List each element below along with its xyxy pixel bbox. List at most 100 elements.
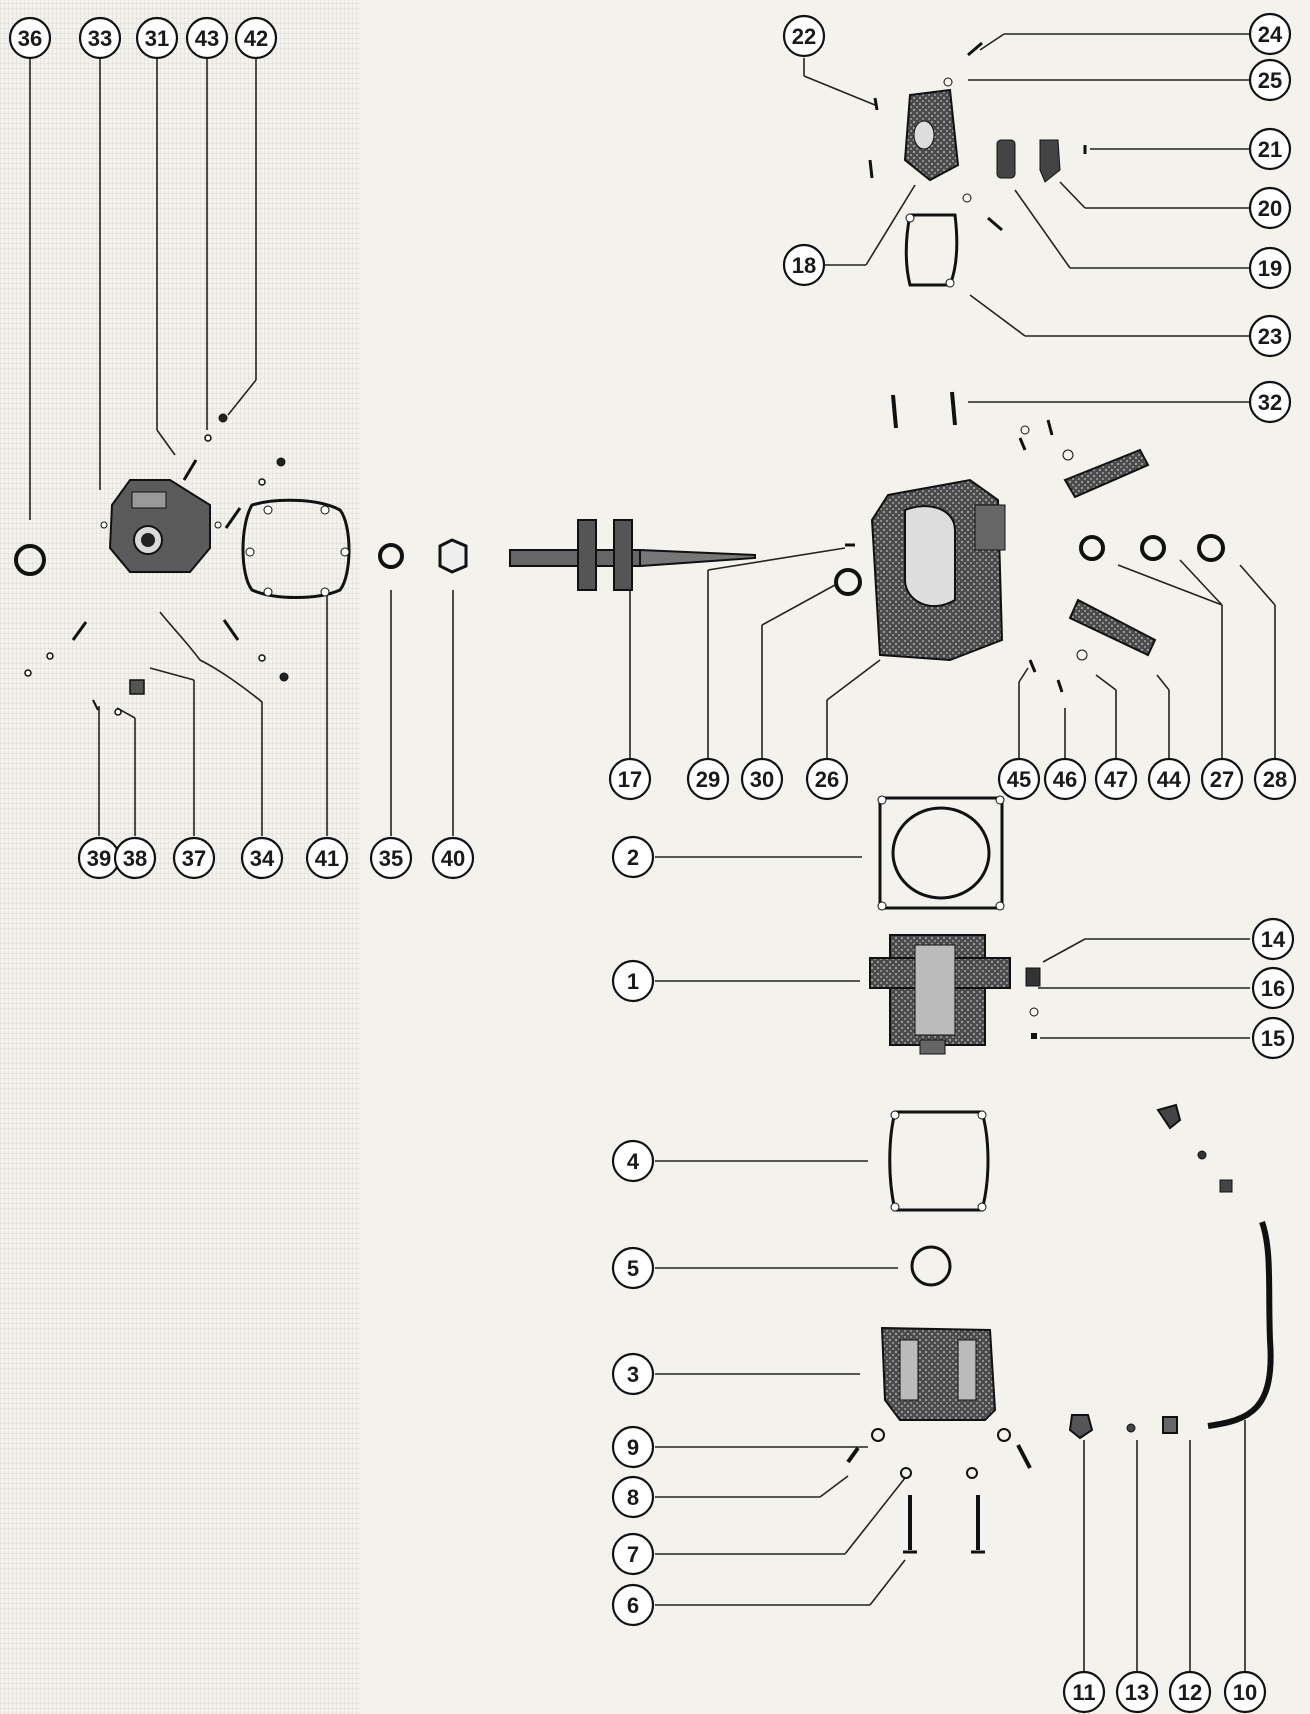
callout-circle [1253,757,1297,801]
callout-30: 30 [740,757,784,801]
callout-circle [1251,1016,1295,1060]
callout-circle [1062,1670,1106,1714]
callout-circle [1248,186,1292,230]
callout-number: 33 [88,26,112,51]
seal-27b-part [1140,535,1166,561]
callout-number: 18 [792,253,816,278]
callout-number: 46 [1053,767,1077,792]
callout-number: 1 [627,969,639,994]
callout-18: 18 [782,243,826,287]
callout-20: 20 [1248,186,1292,230]
callout-47: 47 [1094,757,1138,801]
callout-33: 33 [78,16,122,60]
callout-19: 19 [1248,246,1292,290]
callout-circle [1251,917,1295,961]
port-plate-upper-part [1018,419,1150,499]
callout-10: 10 [1223,1670,1267,1714]
callout-number: 5 [627,1256,639,1281]
callout-number: 3 [627,1362,639,1387]
callout-circle [611,1139,655,1183]
callout-number: 7 [627,1542,639,1567]
reed-block-part [868,41,1087,288]
callout-6: 6 [611,1583,655,1627]
callout-number: 17 [618,767,642,792]
left-small-fasteners [24,413,289,716]
callout-32: 32 [1248,380,1292,424]
callout-circle [611,1532,655,1576]
callout-27: 27 [1200,757,1244,801]
callout-circle [611,1425,655,1469]
callout-circle [782,14,826,58]
callout-25: 25 [1248,58,1292,102]
callout-number: 45 [1007,767,1031,792]
callout-circle [611,1246,655,1290]
callout-number: 2 [627,845,639,870]
callout-number: 43 [195,26,219,51]
crankcase-part [870,478,1006,662]
callout-circle [1223,1670,1267,1714]
callout-number: 29 [696,767,720,792]
callout-circle [611,1475,655,1519]
callout-circle [1248,127,1292,171]
callout-number: 37 [182,846,206,871]
callout-number: 21 [1258,137,1282,162]
callout-17: 17 [608,757,652,801]
callout-circle [1248,58,1292,102]
seal-30-part [834,568,862,596]
callout-number: 14 [1261,927,1286,952]
callout-number: 11 [1072,1680,1095,1705]
callout-number: 12 [1178,1680,1202,1705]
head-fasteners-part [846,1428,1032,1554]
callout-4: 4 [611,1139,655,1183]
callout-number: 35 [379,846,403,871]
callout-number: 4 [627,1149,640,1174]
callout-circle [305,836,349,880]
callout-2: 2 [611,835,655,879]
callout-26: 26 [805,757,849,801]
callout-circle [1147,757,1191,801]
callout-circle [185,16,229,60]
pin-32b-part [950,391,957,426]
callout-36: 36 [8,16,52,60]
callout-circle [1043,757,1087,801]
callout-35: 35 [369,836,413,880]
callout-21: 21 [1248,127,1292,171]
seal-28-part [1197,534,1225,562]
fuel-line-part [1068,1103,1274,1440]
callout-number: 39 [87,846,111,871]
callout-number: 19 [1258,256,1282,281]
callout-number: 36 [18,26,42,51]
callout-circle [611,1352,655,1396]
callout-34: 34 [240,836,284,880]
callout-43: 43 [185,16,229,60]
callout-11: 11 [1062,1670,1106,1714]
callout-number: 10 [1233,1680,1257,1705]
callout-circle [611,835,655,879]
callout-circle [1094,757,1138,801]
callout-circle [611,1583,655,1627]
callout-number: 47 [1104,767,1128,792]
callout-14: 14 [1251,917,1295,961]
callout-16: 16 [1251,966,1295,1010]
callout-12: 12 [1168,1670,1212,1714]
gasket-4-part [888,1110,990,1212]
callout-number: 26 [815,767,839,792]
end-cap-housing-part [100,479,222,573]
callout-42: 42 [234,16,278,60]
callout-number: 20 [1258,196,1282,221]
callout-number: 24 [1258,22,1283,47]
callout-circle [740,757,784,801]
port-plate-lower-part [1028,598,1157,693]
callout-number: 27 [1210,767,1234,792]
callout-29: 29 [686,757,730,801]
callout-circle [1200,757,1244,801]
callout-circle [135,16,179,60]
callout-13: 13 [1115,1670,1159,1714]
ring-5-part [910,1245,952,1287]
callout-15: 15 [1251,1016,1295,1060]
callout-circle [611,959,655,1003]
callout-circle [1248,12,1292,56]
callout-39: 39 [77,836,121,880]
